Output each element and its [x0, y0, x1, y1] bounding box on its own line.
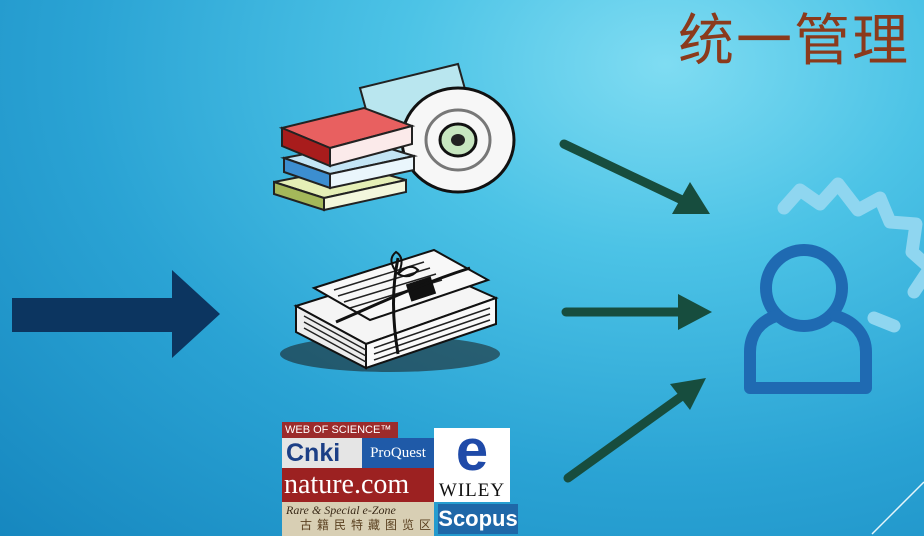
- books-and-cd-icon: [273, 62, 516, 212]
- rare-special-ezone-logo: Rare & Special e-Zone 古籍民特藏图览区: [282, 502, 434, 536]
- newspaper-bundle-icon: [280, 248, 500, 372]
- right-arrow-icon: [12, 270, 220, 358]
- arrow-middle-icon: [561, 294, 712, 330]
- wiley-logo: WILEY: [434, 480, 510, 502]
- user-gear-icon: [744, 177, 924, 394]
- elsevier-logo: e: [434, 428, 510, 480]
- corner-line-decoration: [871, 481, 924, 535]
- arrow-bottom-icon: [563, 378, 706, 483]
- rare-special-line2: 古籍民特藏图览区: [300, 518, 434, 532]
- web-of-science-logo: WEB OF SCIENCE™: [282, 422, 398, 438]
- database-logos: WEB OF SCIENCE™ Cnki ProQuest e nature.c…: [278, 420, 522, 536]
- arrow-top-icon: [559, 139, 710, 214]
- cnki-logo: Cnki: [282, 438, 362, 468]
- proquest-logo: ProQuest: [362, 438, 434, 468]
- slide-title: 统一管理: [678, 9, 910, 74]
- scopus-logo: Scopus: [438, 504, 518, 534]
- nature-logo: nature.com: [282, 468, 434, 502]
- rare-special-line1: Rare & Special e-Zone: [286, 503, 396, 517]
